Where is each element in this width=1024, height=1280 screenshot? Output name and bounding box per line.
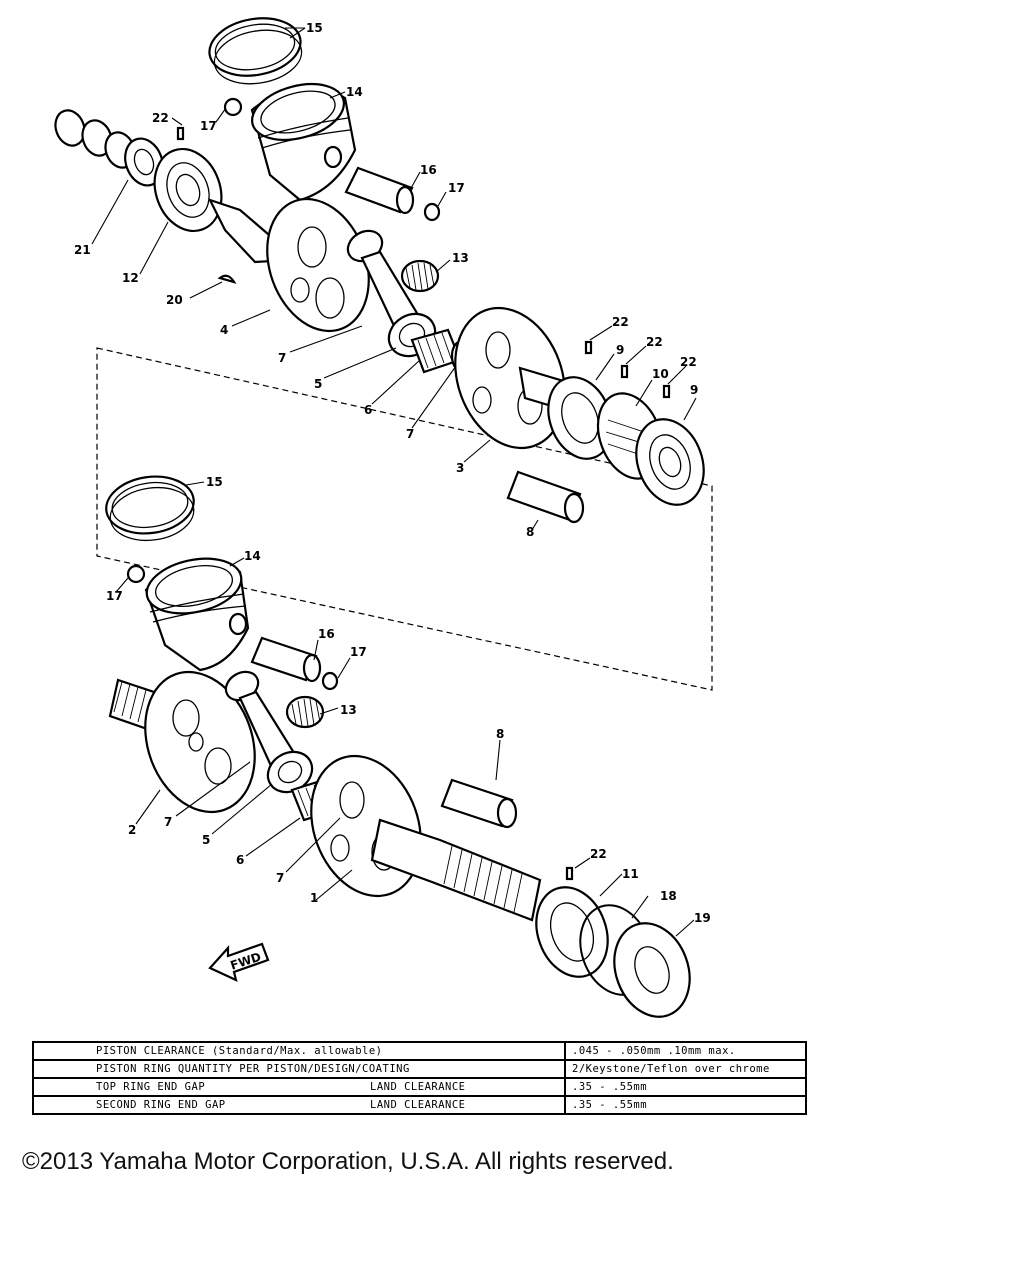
callout-22b: 22: [612, 315, 629, 329]
circlip-17d: [321, 671, 339, 691]
spec-value: .35 - .55mm: [564, 1077, 807, 1097]
callout-11: 11: [622, 867, 639, 881]
callout-2: 2: [128, 823, 136, 837]
spec-value: .35 - .55mm: [564, 1095, 807, 1115]
crank-half-4: [207, 197, 370, 333]
table-row: TOP RING END GAP LAND CLEARANCE .35 - .55…: [32, 1077, 807, 1097]
callout-9b: 9: [690, 383, 698, 397]
callout-numbers: 15 14 22 17 16 17 21 12 20 4 13 7 5 6 7 …: [74, 21, 711, 925]
piston-rings-lower: [105, 475, 195, 542]
callout-5a: 5: [314, 377, 322, 391]
spec-label-right: LAND CLEARANCE: [370, 1081, 466, 1093]
piston-rings-upper: [208, 17, 303, 85]
callout-9a: 9: [616, 343, 624, 357]
callout-18: 18: [660, 889, 677, 903]
connecting-rod-lower: [224, 670, 314, 794]
piston-lower: [144, 557, 250, 672]
bearing-11: [535, 886, 609, 978]
fwd-arrow-icon: FWD: [208, 942, 270, 982]
callout-17c: 17: [106, 589, 123, 603]
spacer-8a: [506, 470, 585, 524]
bearing-9b: [635, 418, 705, 506]
table-row: SECOND RING END GAP LAND CLEARANCE .35 - …: [32, 1095, 807, 1115]
woodruff-key-20: [217, 274, 237, 284]
circlip-17a: [223, 97, 243, 117]
callout-19: 19: [694, 911, 711, 925]
circlip-17b: [423, 202, 441, 222]
callout-16a: 16: [420, 163, 437, 177]
spec-label: PISTON CLEARANCE (Standard/Max. allowabl…: [96, 1045, 383, 1057]
table-row: PISTON CLEARANCE (Standard/Max. allowabl…: [32, 1041, 807, 1061]
crankshaft-exploded-diagram: FWD: [54, 17, 713, 1018]
callout-17d: 17: [350, 645, 367, 659]
callout-3: 3: [456, 461, 464, 475]
spacer-8b: [440, 778, 518, 829]
piston-pin-lower: [250, 636, 322, 683]
callout-22c: 22: [646, 335, 663, 349]
piston-upper: [250, 82, 357, 202]
callout-6a: 6: [364, 403, 372, 417]
dowel-pin-22d: [662, 384, 671, 399]
callout-10: 10: [652, 367, 669, 381]
callout-7b: 7: [406, 427, 414, 441]
callout-15b: 15: [206, 475, 223, 489]
callout-5b: 5: [202, 833, 210, 847]
dowel-pin-22c: [620, 364, 629, 379]
oil-seal-19: [613, 922, 691, 1018]
callout-22d: 22: [680, 355, 697, 369]
callout-7a: 7: [278, 351, 286, 365]
spec-value: 2/Keystone/Teflon over chrome: [564, 1059, 807, 1079]
copyright-notice: ©2013 Yamaha Motor Corporation, U.S.A. A…: [22, 1148, 674, 1175]
spec-label-right: LAND CLEARANCE: [370, 1099, 466, 1111]
callout-17a: 17: [200, 119, 217, 133]
circlip-17c: [126, 564, 146, 584]
spec-label: SECOND RING END GAP: [96, 1099, 226, 1111]
spec-label: TOP RING END GAP: [96, 1081, 206, 1093]
spec-value: .045 - .050mm .10mm max.: [564, 1041, 807, 1061]
crank-half-2: [108, 670, 256, 814]
callout-6b: 6: [236, 853, 244, 867]
dowel-pin-22e: [565, 866, 574, 881]
callout-13a: 13: [452, 251, 469, 265]
table-row: PISTON RING QUANTITY PER PISTON/DESIGN/C…: [32, 1059, 807, 1079]
seal-set-left: [54, 109, 164, 187]
leader-lines: [91, 27, 697, 937]
callout-14b: 14: [244, 549, 261, 563]
needle-bearing-13a: [400, 259, 440, 293]
callout-20: 20: [166, 293, 183, 307]
callout-22a: 22: [152, 111, 169, 125]
callout-8b: 8: [496, 727, 504, 741]
callout-15a: 15: [306, 21, 323, 35]
callout-4: 4: [220, 323, 228, 337]
callout-16b: 16: [318, 627, 335, 641]
callout-13b: 13: [340, 703, 357, 717]
dowel-pin-22a: [176, 126, 185, 141]
crank-half-1: [310, 754, 542, 922]
piston-pin-upper: [344, 166, 415, 215]
callout-12: 12: [122, 271, 139, 285]
needle-bearing-13b: [285, 695, 325, 729]
spec-table: PISTON CLEARANCE (Standard/Max. allowabl…: [32, 1041, 807, 1115]
callout-17b: 17: [448, 181, 465, 195]
callout-7c: 7: [164, 815, 172, 829]
dowel-pin-22b: [584, 340, 593, 355]
callout-1: 1: [310, 891, 318, 905]
bearing-12: [153, 147, 223, 233]
callout-7d: 7: [276, 871, 284, 885]
callout-21: 21: [74, 243, 91, 257]
callout-8a: 8: [526, 525, 534, 539]
callout-22e: 22: [590, 847, 607, 861]
spec-label: PISTON RING QUANTITY PER PISTON/DESIGN/C…: [96, 1063, 410, 1075]
callout-14a: 14: [346, 85, 363, 99]
